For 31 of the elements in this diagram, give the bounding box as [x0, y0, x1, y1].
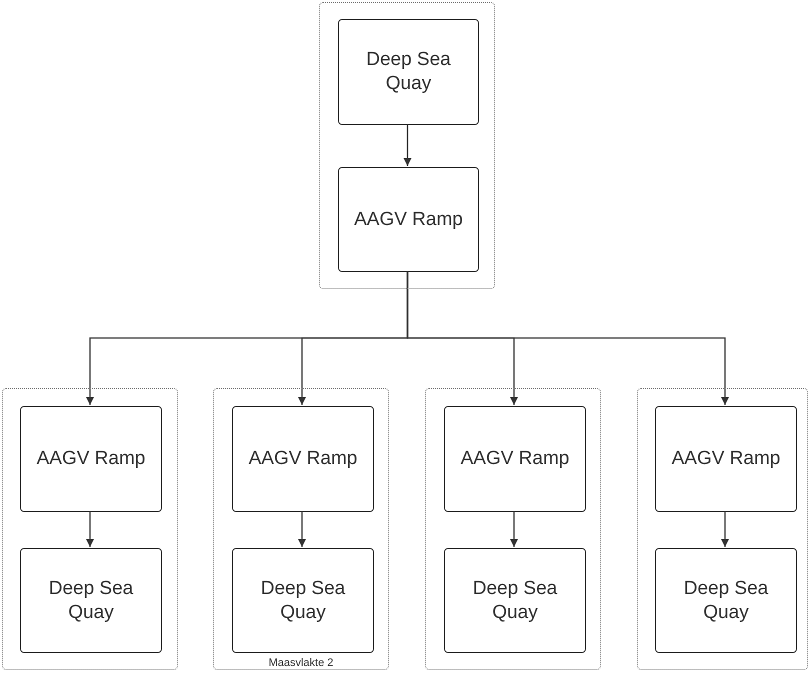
process-box — [655, 548, 797, 653]
arrow — [510, 511, 518, 547]
box-label: AAGV Ramp — [460, 447, 570, 471]
group-label: Maasvlakte 2 — [268, 657, 334, 669]
box-label: AAGV Ramp — [354, 208, 463, 232]
arrow — [86, 511, 94, 547]
group-frame — [213, 388, 389, 670]
process-box — [20, 548, 162, 653]
arrow — [298, 511, 306, 547]
group-frame — [319, 2, 495, 289]
box-label: Deep Sea Quay — [472, 576, 558, 624]
group-frame — [425, 388, 601, 670]
process-box — [232, 406, 374, 512]
process-box — [444, 406, 586, 512]
process-box — [338, 19, 479, 125]
box-label: Deep Sea Quay — [365, 48, 452, 96]
arrow — [404, 124, 412, 166]
arrow — [721, 511, 729, 547]
box-label: AAGV Ramp — [248, 447, 358, 471]
group-frame — [637, 388, 808, 670]
box-label: AAGV Ramp — [36, 447, 146, 471]
box-label: Deep Sea Quay — [48, 576, 134, 624]
process-box — [444, 548, 586, 653]
process-box — [232, 548, 374, 653]
process-box — [655, 406, 797, 512]
group-frame — [2, 388, 178, 670]
box-label: Deep Sea Quay — [260, 576, 346, 624]
box-label: Deep Sea Quay — [682, 576, 770, 624]
process-box — [20, 406, 162, 512]
box-label: AAGV Ramp — [672, 447, 780, 471]
process-box — [338, 167, 479, 272]
